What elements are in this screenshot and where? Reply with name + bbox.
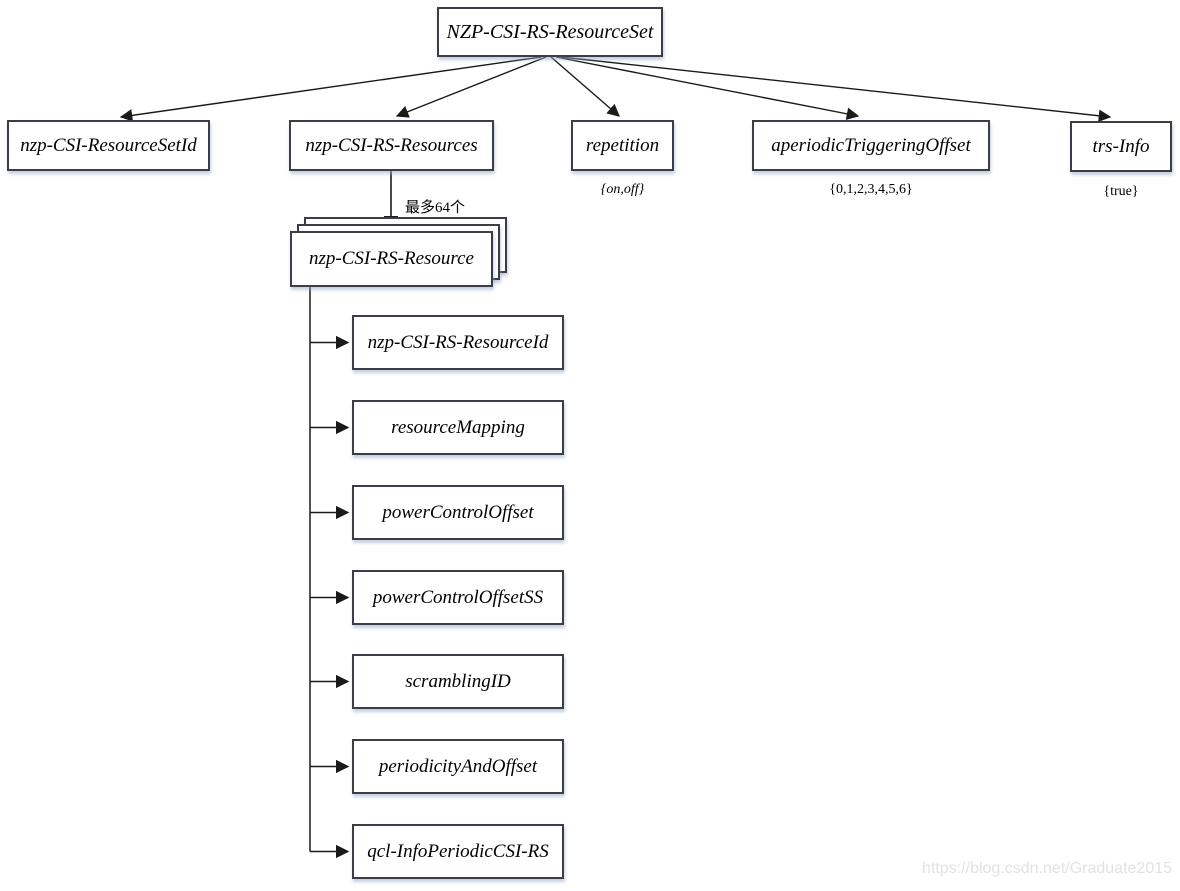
node-powercontroloffsetss: powerControlOffsetSS	[352, 570, 564, 625]
node-trs-info: trs-Info	[1070, 121, 1172, 172]
node-nzp-csi-resourcesetid: nzp-CSI-ResourceSetId	[7, 120, 210, 171]
multiplicity-note: 最多64个	[405, 200, 466, 216]
node-nzp-csi-rs-resource: nzp-CSI-RS-Resource	[290, 231, 493, 287]
node-nzp-csi-rs-resources: nzp-CSI-RS-Resources	[289, 120, 494, 171]
edge-root-to-resources	[395, 56, 547, 118]
watermark-url: https://blog.csdn.net/Graduate2015	[922, 860, 1172, 877]
node-qcl-infoperiodiccsi-rs: qcl-InfoPeriodicCSI-RS	[352, 824, 564, 879]
node-scramblingid: scramblingID	[352, 654, 564, 709]
edge-root-to-repetition	[550, 56, 620, 117]
node-nzp-csi-rs-resourceid: nzp-CSI-RS-ResourceId	[352, 315, 564, 370]
edge-root-to-trsinfo	[560, 56, 1112, 123]
node-repetition: repetition	[571, 120, 674, 171]
node-powercontroloffset: powerControlOffset	[352, 485, 564, 540]
node-resourcemapping: resourceMapping	[352, 400, 564, 455]
value-aperiodictriggeringoffset: {0,1,2,3,4,5,6}	[829, 182, 913, 197]
node-aperiodictriggeringoffset: aperiodicTriggeringOffset	[752, 120, 990, 171]
edge-root-to-resourcesetid	[119, 56, 542, 122]
node-nzp-csi-rs-resourceset: NZP-CSI-RS-ResourceSet	[437, 7, 663, 57]
node-periodicityandoffset: periodicityAndOffset	[352, 739, 564, 794]
value-repetition: {on,off}	[600, 182, 645, 197]
edge-root-to-aperiodic	[555, 56, 860, 121]
value-trs-info: {true}	[1103, 184, 1139, 199]
